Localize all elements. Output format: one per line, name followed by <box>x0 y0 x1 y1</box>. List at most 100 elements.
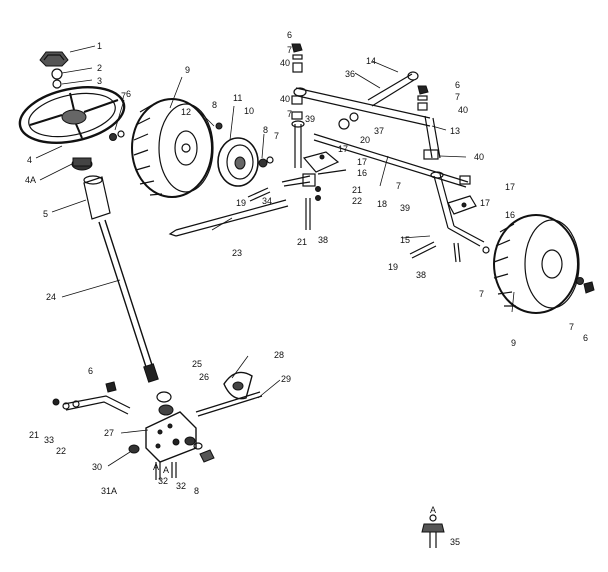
callout-label: 12 <box>181 107 191 117</box>
pinion-gear <box>156 391 174 416</box>
leader-line <box>511 291 515 313</box>
sector-gear-shaft <box>195 391 263 417</box>
leader-line <box>261 133 265 159</box>
leader-line <box>379 155 389 187</box>
callout-label: 5 <box>43 209 48 219</box>
callout-label: 7 <box>287 45 292 55</box>
leader-line <box>169 76 183 109</box>
callout-label: 39 <box>305 114 315 124</box>
washer <box>482 246 490 254</box>
leader-line <box>257 379 281 399</box>
left-steering-arm <box>302 151 347 175</box>
leader-line <box>35 145 63 159</box>
right-spindle <box>430 171 485 247</box>
callout-label: 40 <box>280 94 290 104</box>
callout-label: 40 <box>458 105 468 115</box>
callout-label: 8 <box>263 125 268 135</box>
callout-label: 16 <box>357 168 367 178</box>
callout-label: 11 <box>233 93 242 103</box>
flange-bushing <box>128 444 140 454</box>
callout-label: 8 <box>212 100 217 110</box>
callout-label: A <box>163 465 169 475</box>
hex-bolt <box>421 514 445 548</box>
leader-line <box>61 67 93 74</box>
callout-label: 37 <box>374 126 384 136</box>
callout-label: 22 <box>352 196 362 206</box>
pivot-bushing <box>349 112 359 122</box>
callout-label: 10 <box>244 106 254 116</box>
callout-label: 15 <box>400 235 410 245</box>
right-spindle-bolt <box>417 85 429 111</box>
steering-gear-arm <box>52 381 131 415</box>
callout-label: 18 <box>377 199 387 209</box>
callout-label: 21 <box>29 430 39 440</box>
leader-line <box>120 429 149 434</box>
leader-line <box>61 79 93 85</box>
callout-label: 21 <box>352 185 362 195</box>
callout-label: 19 <box>388 262 398 272</box>
left-front-tire <box>131 98 214 198</box>
callout-label: 20 <box>360 135 370 145</box>
callout-label: 40 <box>280 58 290 68</box>
right-steering-arm <box>447 195 477 215</box>
callout-label: 33 <box>44 435 54 445</box>
left-spindle <box>291 95 305 168</box>
steering-wheel <box>18 86 126 144</box>
callout-label: 7 <box>274 131 279 141</box>
front-axle <box>293 87 441 160</box>
callout-label: 31A <box>101 486 117 496</box>
leader-line <box>197 109 215 127</box>
shoulder-bolt <box>409 241 437 259</box>
callout-label: 6 <box>126 89 131 99</box>
drag-link-end <box>281 173 321 201</box>
callout-label: 40 <box>474 152 484 162</box>
callout-label: 14 <box>366 56 376 66</box>
callout-label: 25 <box>192 359 202 369</box>
callout-label: 6 <box>287 30 292 40</box>
leader-line <box>231 355 249 379</box>
washer <box>52 79 62 89</box>
callout-label: 6 <box>455 80 460 90</box>
callout-label: 7 <box>121 91 126 101</box>
leader-line <box>439 155 467 158</box>
leader-line <box>107 451 131 467</box>
callout-label: 35 <box>450 537 460 547</box>
callout-label: 13 <box>450 126 460 136</box>
left-spindle-bolt <box>291 43 303 73</box>
leader-line <box>401 235 431 239</box>
callout-label: A <box>153 462 159 472</box>
callout-label: 6 <box>88 366 93 376</box>
bolt <box>155 462 161 480</box>
callout-label: 34 <box>262 196 272 206</box>
steering-shaft <box>98 219 159 383</box>
leader-line <box>69 45 96 53</box>
callout-label: 7 <box>455 92 460 102</box>
shoulder-bolt <box>247 187 271 202</box>
leader-line <box>51 199 87 213</box>
leader-line <box>229 105 235 141</box>
callout-label: 23 <box>232 248 242 258</box>
hex-nut <box>51 68 63 80</box>
axle-pivot-bolt <box>367 71 419 107</box>
callout-label: 19 <box>236 198 246 208</box>
sector-gear <box>223 371 253 400</box>
leader-line <box>39 163 73 181</box>
callout-label: 32 <box>176 481 186 491</box>
callout-label: 9 <box>511 338 516 348</box>
spindle-bolt <box>305 198 311 230</box>
callout-label: 1 <box>97 41 102 51</box>
callout-label: 8 <box>194 486 199 496</box>
callout-label: 7 <box>287 109 292 119</box>
callout-label: 39 <box>400 203 410 213</box>
spindle-bolt <box>453 242 461 263</box>
steering-adapter <box>71 157 93 171</box>
bearing <box>576 277 584 285</box>
callout-label: 7 <box>396 181 401 191</box>
cotter-cap <box>583 281 595 294</box>
callout-label: 17 <box>480 198 490 208</box>
washer <box>193 442 203 450</box>
pivot-bushing <box>338 118 350 130</box>
right-front-tire <box>493 214 580 314</box>
callout-label: 36 <box>345 69 355 79</box>
callout-label: 4A <box>25 175 36 185</box>
